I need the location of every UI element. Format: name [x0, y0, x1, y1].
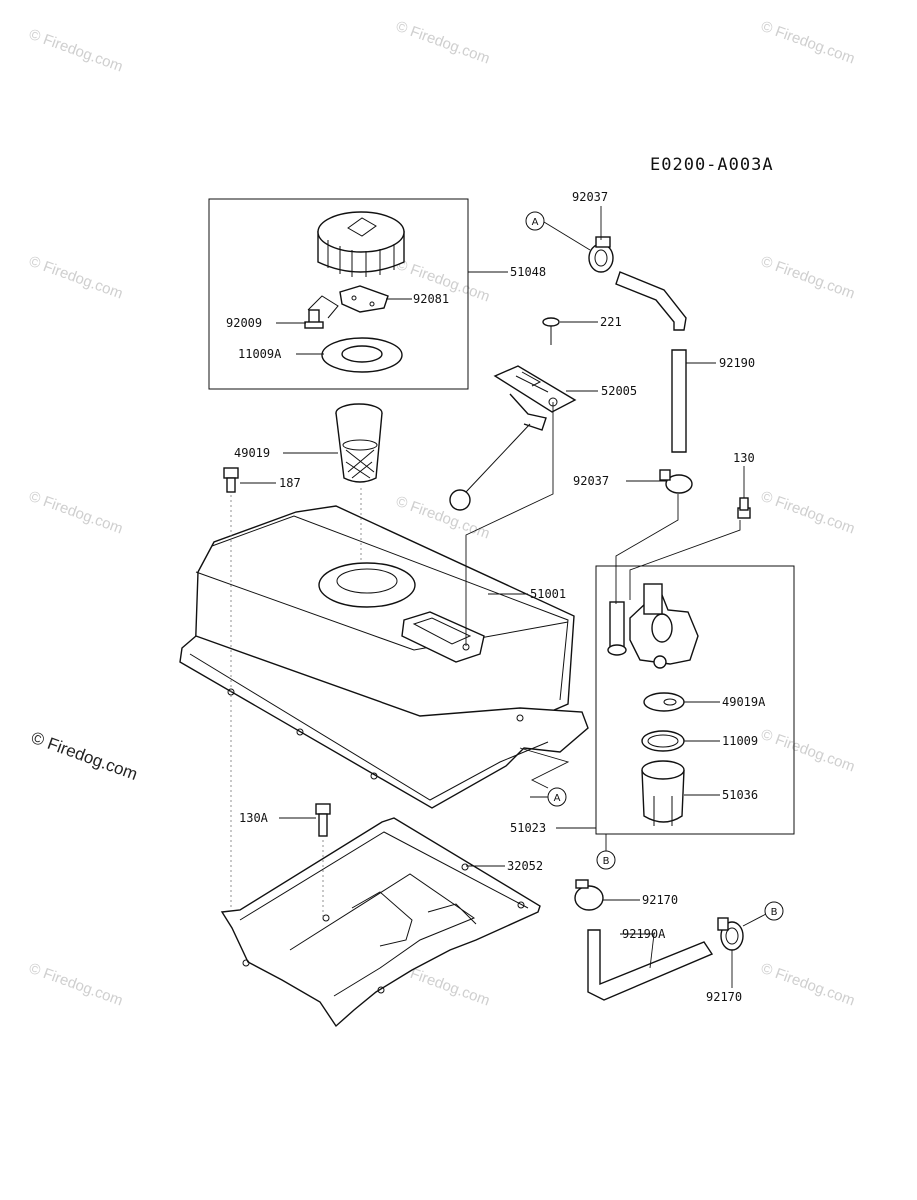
watermark: © Firedog.com	[759, 726, 857, 776]
watermark: © Firedog.com	[27, 488, 125, 538]
ref-marker-b: B	[764, 901, 784, 921]
fuel-cock	[607, 583, 699, 669]
leader-line	[543, 221, 591, 251]
alignment-line	[629, 520, 741, 600]
strainer	[335, 403, 383, 483]
watermark: © Firedog.com	[27, 960, 125, 1010]
svg-text:B: B	[771, 907, 778, 918]
watermark: © Firedog.com	[394, 18, 492, 68]
part-label-49019a: 49019A	[722, 695, 766, 709]
part-label-51023: 51023	[510, 821, 546, 835]
part-label-221: 221	[600, 315, 622, 329]
part-label-92190: 92190	[719, 356, 755, 370]
part-label-11009: 11009	[722, 734, 758, 748]
upper-hose	[615, 271, 687, 453]
part-label-130a: 130A	[239, 811, 269, 825]
cock-bolt	[737, 497, 751, 519]
tank-bolt	[223, 467, 239, 493]
part-label-51036: 51036	[722, 788, 758, 802]
middle-clamp	[659, 469, 693, 494]
alignment-line	[615, 494, 679, 604]
cap-plate	[307, 285, 389, 319]
part-label-52005: 52005	[601, 384, 637, 398]
svg-text:B: B	[603, 856, 610, 867]
fuel-cock-box	[595, 565, 795, 835]
part-label-49019: 49019	[234, 446, 270, 460]
part-label-92190a: 92190A	[622, 927, 666, 941]
cock-oring	[641, 730, 685, 752]
leader-line	[649, 933, 655, 969]
cock-cup	[641, 760, 685, 826]
part-label-92170-lower: 92170	[642, 893, 678, 907]
gasket	[321, 337, 403, 373]
part-label-51001: 51001	[530, 587, 566, 601]
right-clamp	[717, 917, 744, 951]
part-label-32052: 32052	[507, 859, 543, 873]
fuel-gauge	[449, 365, 577, 511]
part-label-92081: 92081	[413, 292, 449, 306]
watermark-prominent: © Firedog.com	[29, 728, 140, 784]
bracket-bolt	[315, 803, 331, 837]
watermark: © Firedog.com	[759, 253, 857, 303]
cap-assembly-box	[208, 198, 469, 390]
ref-marker-b: B	[596, 850, 616, 870]
upper-clamp	[588, 236, 614, 273]
part-label-130: 130	[733, 451, 755, 465]
watermark: © Firedog.com	[759, 18, 857, 68]
fuel-tank	[179, 505, 589, 809]
screw	[542, 317, 560, 345]
watermark: © Firedog.com	[27, 26, 125, 76]
watermark: © Firedog.com	[759, 960, 857, 1010]
tank-bracket	[220, 817, 541, 1028]
part-label-92170-right: 92170	[706, 990, 742, 1004]
ref-marker-a: A	[525, 211, 545, 231]
watermark: © Firedog.com	[394, 493, 492, 543]
alignment-line	[465, 402, 554, 646]
part-label-92009: 92009	[226, 316, 262, 330]
lower-clamp	[574, 879, 604, 911]
small-bolt	[304, 309, 324, 329]
svg-text:A: A	[532, 217, 539, 228]
watermark: © Firedog.com	[27, 253, 125, 303]
diagram-code: E0200-A003A	[650, 155, 774, 175]
alignment-line	[519, 747, 570, 789]
fuel-cap	[317, 211, 405, 277]
part-label-92037-mid: 92037	[573, 474, 609, 488]
watermark: © Firedog.com	[759, 488, 857, 538]
part-label-51048: 51048	[510, 265, 546, 279]
part-label-11009a: 11009A	[238, 347, 282, 361]
leader-line	[742, 913, 767, 927]
ref-marker-a: A	[547, 787, 567, 807]
part-label-187: 187	[279, 476, 301, 490]
cock-gasket	[643, 692, 685, 712]
svg-text:A: A	[554, 793, 561, 804]
part-label-92037-top: 92037	[572, 190, 608, 204]
